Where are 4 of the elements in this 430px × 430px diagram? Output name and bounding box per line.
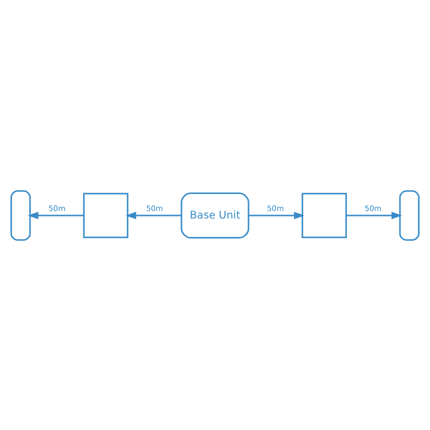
edge-label: 50m	[146, 203, 163, 212]
edge-label: 50m	[267, 203, 284, 212]
edge-label: 50m	[364, 203, 382, 212]
edge-label: 50m	[48, 203, 66, 212]
